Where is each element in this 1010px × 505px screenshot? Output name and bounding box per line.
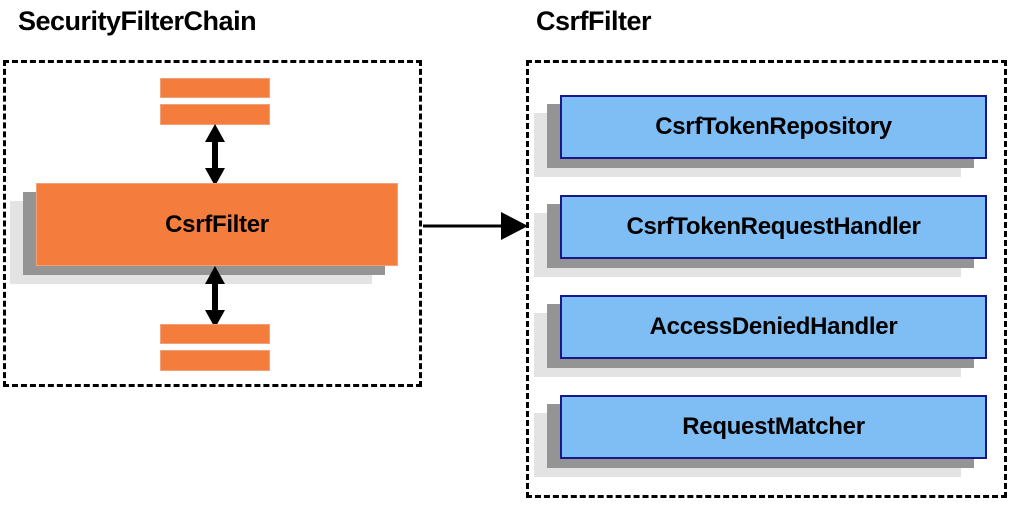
csrf-filter-expansion-arrow <box>423 212 528 240</box>
filter-bar-below-1 <box>160 324 270 344</box>
double-arrow-above-csrf-filter <box>205 124 225 186</box>
card-face: AccessDeniedHandler <box>560 295 987 359</box>
card-face: CsrfFilter <box>36 183 398 266</box>
page-title-csrf-filter: CsrfFilter <box>536 6 652 36</box>
double-arrow-below-csrf-filter <box>205 266 225 328</box>
filter-bar-below-2 <box>160 350 270 371</box>
collaborator-label: AccessDeniedHandler <box>649 313 898 340</box>
security-filter-chain-group <box>3 60 422 387</box>
filter-bar-above-1 <box>160 78 270 98</box>
card-face: CsrfTokenRepository <box>560 95 987 159</box>
collaborator-card-access-denied-handler[interactable]: AccessDeniedHandler <box>534 295 987 377</box>
collaborator-label: CsrfTokenRequestHandler <box>626 213 921 240</box>
collaborator-card-csrf-token-request-handler[interactable]: CsrfTokenRequestHandler <box>534 195 987 277</box>
csrf-filter-label: CsrfFilter <box>165 210 269 238</box>
filter-bar-above-2 <box>160 104 270 125</box>
collaborator-label: RequestMatcher <box>682 413 865 440</box>
csrf-filter-box[interactable]: CsrfFilter <box>10 183 398 284</box>
card-face: CsrfTokenRequestHandler <box>560 195 987 259</box>
page-title-security-filter-chain: SecurityFilterChain <box>18 6 257 36</box>
collaborator-label: CsrfTokenRepository <box>655 113 892 140</box>
collaborator-card-request-matcher[interactable]: RequestMatcher <box>534 395 987 477</box>
card-face: RequestMatcher <box>560 395 987 459</box>
csrf-filter-group <box>526 60 1007 498</box>
collaborator-card-csrf-token-repository[interactable]: CsrfTokenRepository <box>534 95 987 177</box>
